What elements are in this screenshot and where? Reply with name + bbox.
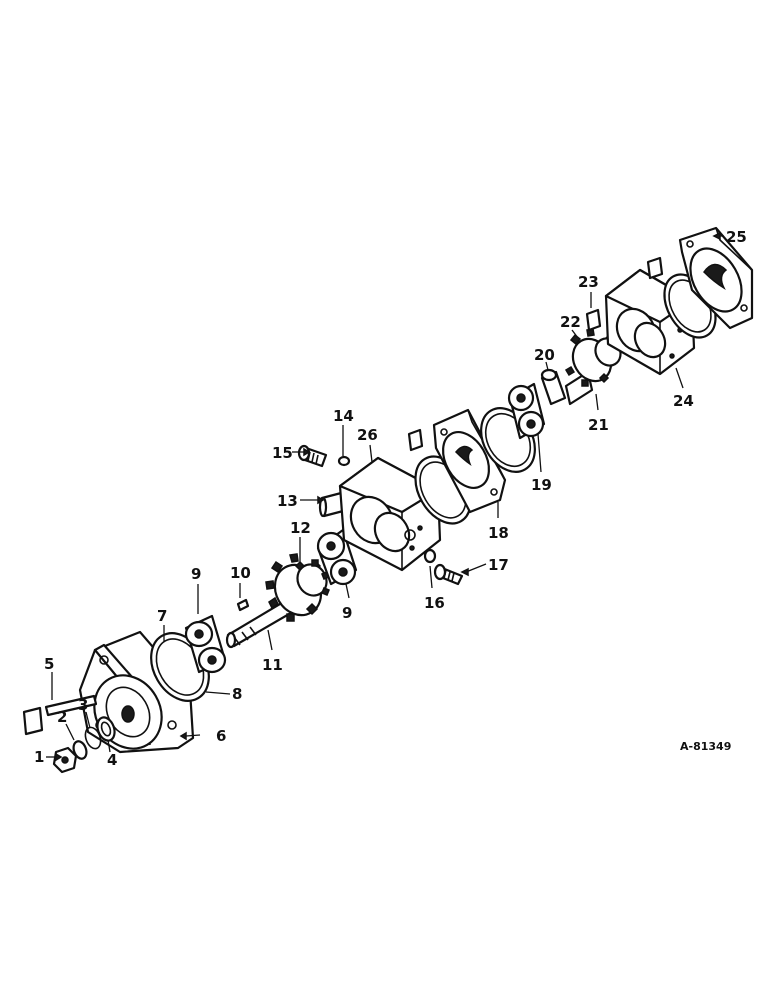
key-5-part xyxy=(22,694,98,736)
callout-26: 26 xyxy=(357,426,378,444)
callout-labels: 1 2 3 4 5 6 7 8 9 9 10 11 12 13 14 15 16… xyxy=(34,228,747,769)
leader-lines xyxy=(46,231,724,762)
drawing-reference-number: A-81349 xyxy=(680,740,731,753)
cap-screw-15-part xyxy=(297,444,328,468)
callout-23: 23 xyxy=(578,273,599,291)
callout-13: 13 xyxy=(277,492,298,510)
callout-17: 17 xyxy=(488,556,509,574)
callout-4: 4 xyxy=(107,751,117,769)
callout-24: 24 xyxy=(673,392,694,410)
pin-23-part xyxy=(585,308,602,332)
cap-screw-17-part xyxy=(433,563,464,586)
callout-12: 12 xyxy=(290,519,311,537)
callout-22: 22 xyxy=(560,313,581,331)
nut-1-part xyxy=(52,746,78,774)
callout-15: 15 xyxy=(272,444,293,462)
rear-housing-part xyxy=(604,268,696,376)
callout-9a: 9 xyxy=(191,565,201,583)
gear-housing-part xyxy=(338,456,442,572)
callout-7: 7 xyxy=(157,607,167,625)
callout-8: 8 xyxy=(232,685,242,703)
seal-4-part xyxy=(96,716,116,742)
callout-19: 19 xyxy=(531,476,552,494)
callout-20: 20 xyxy=(534,346,555,364)
callout-18: 18 xyxy=(488,524,509,542)
callout-14: 14 xyxy=(333,407,354,425)
o-ring-16-part xyxy=(423,548,437,564)
bushing-19-part xyxy=(507,382,546,440)
callout-5: 5 xyxy=(44,655,54,673)
callout-3: 3 xyxy=(78,696,88,714)
adapter-plate-part xyxy=(432,408,507,514)
callout-25: 25 xyxy=(726,228,747,246)
callout-1: 1 xyxy=(34,748,44,766)
callout-16: 16 xyxy=(424,594,445,612)
rear-cover-part xyxy=(678,226,754,330)
plate-pin-part xyxy=(407,428,424,452)
bushing-front-part xyxy=(184,614,227,674)
sleeve-20-part xyxy=(540,368,567,406)
woodruff-key-part xyxy=(236,598,250,612)
callout-11: 11 xyxy=(262,656,283,674)
washer-2-part xyxy=(72,740,88,760)
callout-2: 2 xyxy=(57,708,67,726)
callout-10: 10 xyxy=(230,564,251,582)
bushing-rear-part xyxy=(316,528,358,586)
callout-6: 6 xyxy=(216,727,226,745)
drive-gear-part xyxy=(265,553,330,622)
rear-pin-part xyxy=(646,256,664,280)
washer-14-part xyxy=(337,455,351,467)
callout-21: 21 xyxy=(588,416,609,434)
callout-9b: 9 xyxy=(342,604,352,622)
